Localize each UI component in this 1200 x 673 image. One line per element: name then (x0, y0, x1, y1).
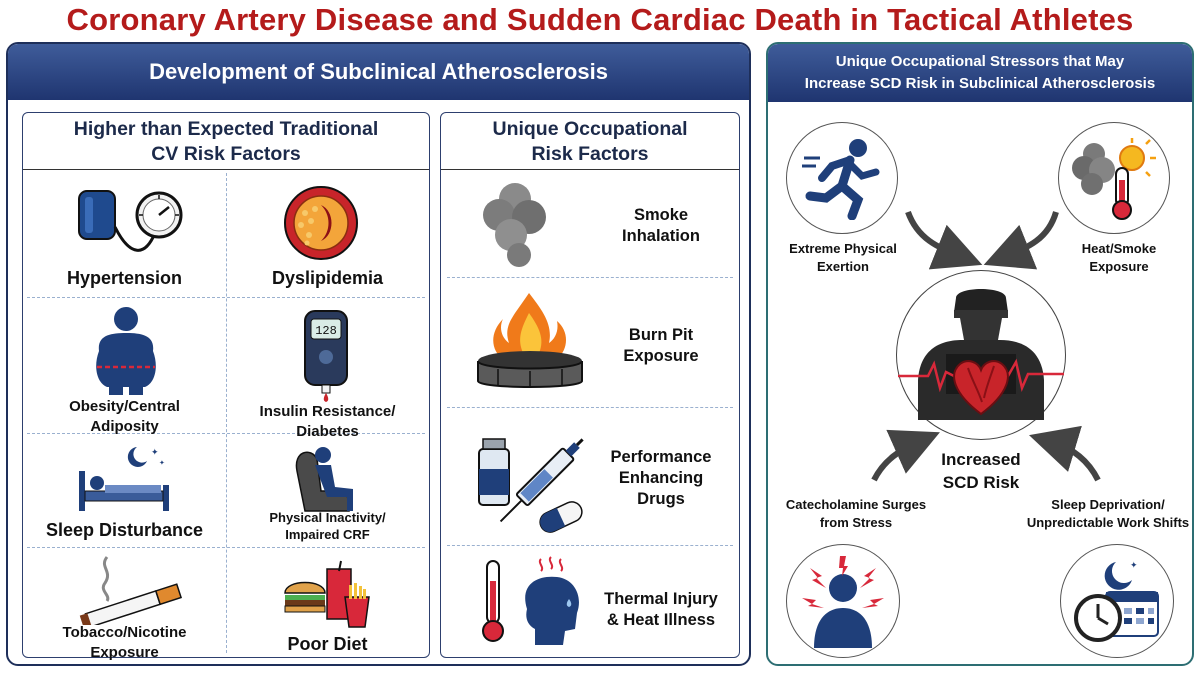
physical-inactivity-label: Physical Inactivity/ Impaired CRF (269, 510, 386, 542)
sleep-disturbance-label: Sleep Disturbance (45, 520, 204, 540)
arrow-catecholamine (871, 429, 940, 482)
soldier-heart-icon (898, 289, 1064, 420)
grid-divider (27, 547, 425, 548)
svg-text:✦: ✦ (159, 459, 165, 467)
glucose-meter-icon: 128 (304, 310, 348, 402)
dyslipidemia-label: Dyslipidemia (271, 268, 384, 288)
clock-calendar-moon-icon: ✦ (1074, 560, 1159, 642)
sleep-deprivation-label: Sleep Deprivation/ Unpredictable Work Sh… (1026, 497, 1190, 530)
fast-food-icon (284, 560, 370, 628)
cigarette-icon (79, 556, 183, 625)
main-title: Coronary Artery Disease and Sudden Cardi… (66, 2, 1134, 37)
title-divider (441, 169, 739, 170)
poor-diet-label: Poor Diet (287, 634, 368, 654)
running-person-icon (802, 139, 880, 220)
smoke-cloud-icon (483, 183, 546, 267)
right-panel-header: Unique Occupational Stressors that May I… (768, 44, 1192, 102)
burn-pit-label: Burn Pit Exposure (623, 326, 699, 365)
seated-person-icon (295, 447, 353, 512)
obesity-person-icon (96, 307, 156, 395)
traditional-box-title: Higher than Expected Traditional CV Risk… (73, 118, 379, 165)
svg-text:✦: ✦ (151, 447, 159, 457)
occupational-risk-factors-box: Unique Occupational Risk Factors Smoke I… (440, 112, 740, 658)
traditional-risk-factors-box: Higher than Expected Traditional CV Risk… (22, 112, 430, 661)
insulin-resistance-label: Insulin Resistance/ Diabetes (259, 403, 396, 440)
grid-divider (226, 173, 227, 653)
clogged-artery-icon (284, 186, 358, 260)
grid-divider (27, 433, 425, 434)
left-panel-header: Development of Subclinical Atheroscleros… (8, 44, 749, 100)
syringe-vial-icon (478, 438, 584, 533)
arrow-sleep (1029, 425, 1101, 482)
tobacco-label: Tobacco/Nicotine Exposure (62, 624, 187, 661)
row-divider (447, 277, 733, 278)
catecholamine-label: Catecholamine Surges from Stress (785, 497, 927, 530)
extreme-exertion-label: Extreme Physical Exertion (789, 241, 897, 274)
stressed-person-icon (802, 556, 884, 648)
grid-divider (27, 297, 425, 298)
row-divider (447, 407, 733, 408)
obesity-label: Obesity/Central Adiposity (69, 398, 180, 435)
performance-enhancing-drugs-label: Performance Enhancing Drugs (610, 448, 712, 508)
smoke-inhalation-label: Smoke Inhalation (622, 206, 700, 245)
left-panel: Development of Subclinical Atheroscleros… (6, 42, 751, 666)
row-divider (447, 545, 733, 546)
heat-smoke-label: Heat/Smoke Exposure (1081, 241, 1157, 274)
svg-text:✦: ✦ (1130, 560, 1138, 570)
stressor-arrows (871, 210, 1101, 482)
arrow-heat (983, 211, 1059, 270)
heat-smoke-thermometer-icon (1072, 138, 1156, 220)
thermal-injury-label: Thermal Injury & Heat Illness (604, 590, 718, 629)
burn-pit-fire-icon (477, 293, 583, 388)
hypertension-label: Hypertension (66, 268, 183, 288)
blood-pressure-cuff-icon (78, 190, 183, 252)
thermometer-heat-head-icon (482, 556, 579, 645)
increased-scd-risk-label: Increased SCD Risk (941, 450, 1021, 492)
occupational-box-title: Unique Occupational Risk Factors (492, 118, 688, 165)
arrow-exertion (905, 210, 983, 270)
title-divider (23, 169, 429, 170)
bed-sleep-icon: ✦ ✦ (79, 447, 169, 511)
glucose-reading: 128 (315, 324, 337, 338)
right-panel: Unique Occupational Stressors that May I… (766, 42, 1194, 666)
